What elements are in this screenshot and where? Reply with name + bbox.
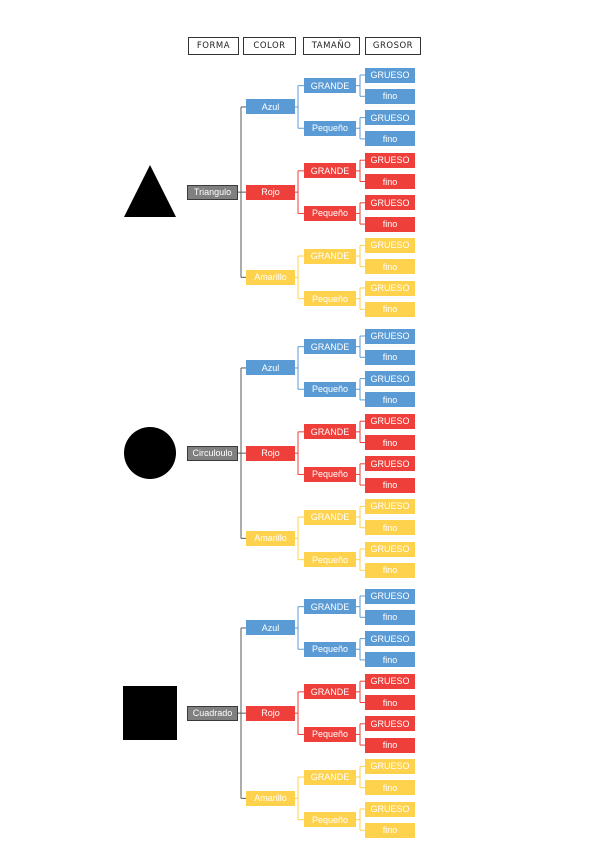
leaf-fino-box: fino — [365, 301, 415, 317]
size-pequeno-box: Pequeño — [304, 205, 356, 221]
leaf-fino-box: fino — [365, 520, 415, 536]
leaf-grueso-box: GRUESO — [365, 541, 415, 557]
color-azul-box: Azul — [246, 620, 295, 636]
color-rojo-box: Rojo — [246, 184, 295, 200]
leaf-fino-box: fino — [365, 562, 415, 578]
column-header-0: FORMA — [188, 37, 239, 55]
column-header-1: COLOR — [243, 37, 296, 55]
leaf-grueso-box: GRUESO — [365, 152, 415, 168]
leaf-grueso-box: GRUESO — [365, 280, 415, 296]
leaf-fino-box: fino — [365, 695, 415, 710]
leaf-grueso-box: GRUESO — [365, 631, 415, 647]
size-pequeno-box: Pequeño — [304, 552, 356, 568]
leaf-grueso-box: GRUESO — [365, 588, 415, 604]
color-azul-box: Azul — [246, 360, 295, 376]
size-grande-box: GRANDE — [304, 339, 356, 355]
size-grande-box: GRANDE — [304, 769, 356, 785]
leaf-grueso-box: GRUESO — [365, 67, 415, 83]
leaf-fino-box: fino — [365, 737, 415, 753]
leaf-fino-box: fino — [365, 392, 415, 408]
leaf-grueso-box: GRUESO — [365, 758, 415, 774]
color-amarillo-box: Amarillo — [246, 790, 295, 806]
color-rojo-box: Rojo — [246, 445, 295, 461]
square-icon — [123, 686, 177, 741]
leaf-grueso-box: GRUESO — [365, 195, 415, 211]
color-azul-box: Azul — [246, 99, 295, 115]
leaf-fino-box: fino — [365, 174, 415, 189]
color-rojo-box: Rojo — [246, 705, 295, 721]
size-grande-box: GRANDE — [304, 509, 356, 525]
size-pequeno-box: Pequeño — [304, 120, 356, 136]
leaf-fino-box: fino — [365, 349, 415, 365]
leaf-grueso-box: GRUESO — [365, 110, 415, 126]
leaf-grueso-box: GRUESO — [365, 673, 415, 689]
leaf-fino-box: fino — [365, 435, 415, 450]
triangle-icon — [124, 165, 176, 218]
column-header-3: GROSOR — [365, 37, 421, 55]
root-shape-box: Cuadrado — [187, 705, 238, 721]
size-grande-box: GRANDE — [304, 599, 356, 615]
leaf-grueso-box: GRUESO — [365, 328, 415, 344]
leaf-fino-box: fino — [365, 131, 415, 147]
size-grande-box: GRANDE — [304, 424, 356, 440]
color-amarillo-box: Amarillo — [246, 530, 295, 546]
leaf-grueso-box: GRUESO — [365, 413, 415, 429]
size-pequeno-box: Pequeño — [304, 726, 356, 742]
color-amarillo-box: Amarillo — [246, 269, 295, 285]
leaf-fino-box: fino — [365, 216, 415, 232]
leaf-grueso-box: GRUESO — [365, 371, 415, 387]
size-pequeno-box: Pequeño — [304, 466, 356, 482]
leaf-grueso-box: GRUESO — [365, 237, 415, 253]
size-grande-box: GRANDE — [304, 248, 356, 264]
size-pequeno-box: Pequeño — [304, 291, 356, 307]
leaf-grueso-box: GRUESO — [365, 716, 415, 732]
leaf-fino-box: fino — [365, 477, 415, 493]
size-grande-box: GRANDE — [304, 78, 356, 94]
leaf-fino-box: fino — [365, 780, 415, 796]
size-pequeno-box: Pequeño — [304, 381, 356, 397]
leaf-fino-box: fino — [365, 609, 415, 625]
leaf-fino-box: fino — [365, 88, 415, 104]
size-grande-box: GRANDE — [304, 684, 356, 700]
leaf-fino-box: fino — [365, 259, 415, 275]
leaf-fino-box: fino — [365, 652, 415, 668]
size-pequeno-box: Pequeño — [304, 641, 356, 657]
size-pequeno-box: Pequeño — [304, 812, 356, 828]
size-grande-box: GRANDE — [304, 163, 356, 179]
leaf-grueso-box: GRUESO — [365, 498, 415, 514]
leaf-fino-box: fino — [365, 822, 415, 838]
root-shape-box: Triangulo — [187, 184, 238, 200]
circle-icon — [124, 427, 176, 480]
column-header-2: TAMAÑO — [303, 37, 360, 55]
root-shape-box: Circuloulo — [187, 445, 238, 461]
leaf-grueso-box: GRUESO — [365, 456, 415, 472]
leaf-grueso-box: GRUESO — [365, 801, 415, 817]
